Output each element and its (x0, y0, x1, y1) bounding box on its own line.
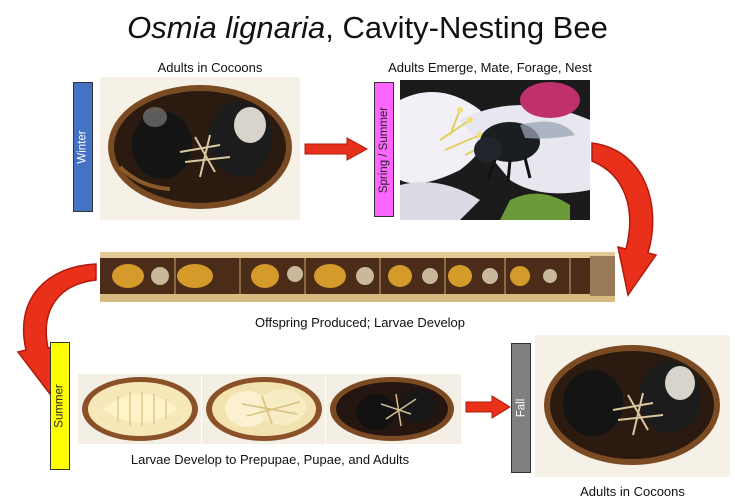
pupa-photo (202, 374, 325, 444)
cocoon-photo-fall (535, 335, 730, 477)
caption-adults-in-cocoons-bottom: Adults in Cocoons (535, 484, 730, 499)
caption-larvae-develop: Larvae Develop to Prepupae, Pupae, and A… (95, 452, 445, 467)
diagram-title: Osmia lignaria, Cavity-Nesting Bee (0, 10, 735, 46)
arrow-right-1 (305, 138, 367, 160)
season-text-fall: Fall (515, 399, 527, 418)
arrow-right-2 (466, 396, 510, 418)
season-label-winter: Winter (73, 82, 93, 212)
bee-on-flower-photo (400, 80, 590, 220)
caption-offspring-produced: Offspring Produced; Larvae Develop (200, 315, 520, 330)
larva-photo (78, 374, 201, 444)
title-rest: , Cavity-Nesting Bee (325, 10, 608, 45)
nest-tube-photo (100, 252, 615, 302)
season-text-summer: Summer (54, 384, 66, 427)
title-species: Osmia lignaria (127, 10, 325, 45)
season-text-spring-summer: Spring / Summer (378, 106, 390, 192)
season-label-fall: Fall (511, 343, 531, 473)
season-text-winter: Winter (77, 130, 89, 163)
caption-adults-in-cocoons-top: Adults in Cocoons (115, 60, 305, 75)
caption-adults-emerge: Adults Emerge, Mate, Forage, Nest (355, 60, 625, 75)
cocoon-photo-winter (100, 77, 300, 220)
adult-in-cocoon-small-photo (326, 374, 461, 444)
season-label-summer: Summer (50, 342, 70, 470)
season-label-spring-summer: Spring / Summer (374, 82, 394, 217)
